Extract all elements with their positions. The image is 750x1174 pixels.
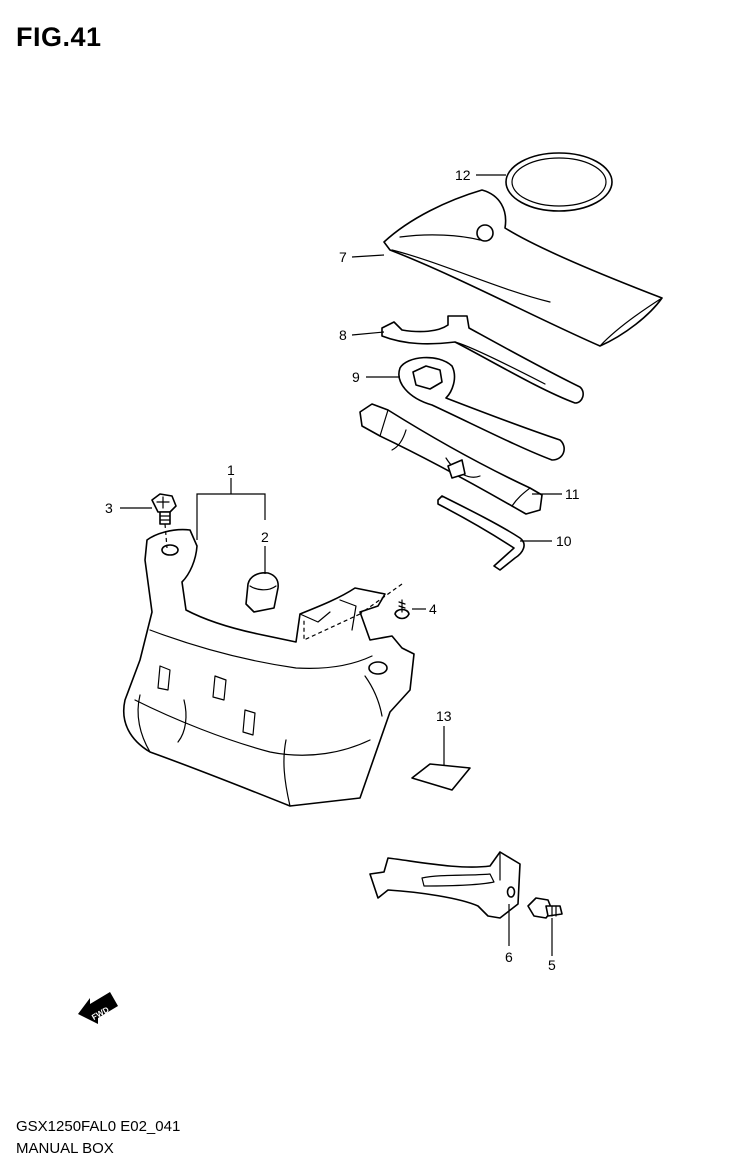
part-3-bolt[interactable] xyxy=(151,493,177,525)
callout-7[interactable]: 7 xyxy=(339,249,347,265)
callout-labels: 12 7 8 9 11 10 1 3 2 4 13 6 5 xyxy=(105,167,580,973)
part-5-bolt[interactable] xyxy=(527,897,563,919)
callout-12[interactable]: 12 xyxy=(455,167,471,183)
callout-4[interactable]: 4 xyxy=(429,601,437,617)
callout-10[interactable]: 10 xyxy=(556,533,572,549)
callout-8[interactable]: 8 xyxy=(339,327,347,343)
callout-2[interactable]: 2 xyxy=(261,529,269,545)
callout-11[interactable]: 11 xyxy=(565,486,580,502)
part-1-manual-box[interactable] xyxy=(123,528,415,807)
callout-1[interactable]: 1 xyxy=(227,462,235,478)
part-7-tool-bag[interactable] xyxy=(383,189,663,347)
part-4-screw[interactable] xyxy=(394,599,410,620)
diagram-code: GSX1250FAL0 E02_041 xyxy=(16,1118,181,1135)
part-8-spanner-wrench[interactable] xyxy=(381,315,584,404)
fwd-arrow-icon: FWD xyxy=(78,992,118,1024)
part-11-screwdriver-handle[interactable] xyxy=(359,403,543,515)
part-12-band[interactable] xyxy=(505,152,613,212)
callout-3[interactable]: 3 xyxy=(105,500,113,516)
figure-title: FIG.41 xyxy=(16,22,102,52)
callout-6[interactable]: 6 xyxy=(505,949,513,965)
callout-9[interactable]: 9 xyxy=(352,369,360,385)
part-2-cushion[interactable] xyxy=(245,572,279,613)
part-13-pad[interactable] xyxy=(411,763,471,791)
part-10-hex-key[interactable] xyxy=(437,495,525,571)
part-9-box-wrench[interactable] xyxy=(398,356,565,461)
part-6-bracket[interactable] xyxy=(369,851,521,919)
diagram-name: MANUAL BOX xyxy=(16,1140,114,1157)
callout-13[interactable]: 13 xyxy=(436,708,452,724)
callout-5[interactable]: 5 xyxy=(548,957,556,973)
leader-lines xyxy=(120,174,562,956)
